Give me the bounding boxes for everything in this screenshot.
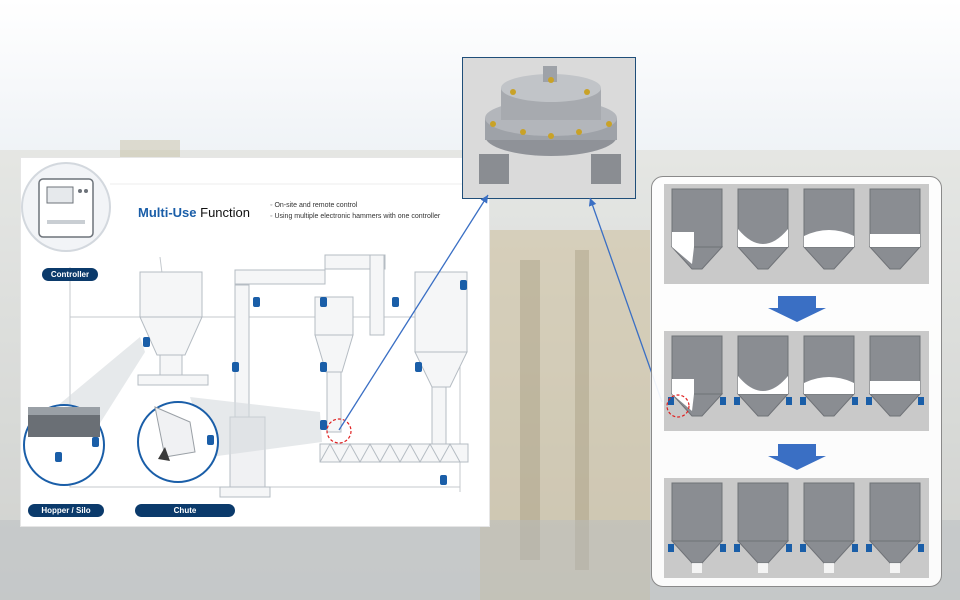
silo-row-before bbox=[664, 184, 929, 284]
stage-strip-after bbox=[664, 478, 929, 578]
stage-strip-install bbox=[664, 331, 929, 431]
connector-arrow-left bbox=[339, 195, 488, 430]
arrow-down-icon bbox=[768, 296, 826, 322]
stage-strip-before bbox=[664, 184, 929, 284]
arrow-down-icon bbox=[768, 444, 826, 470]
silo-row-install bbox=[664, 331, 929, 431]
silo-row-after bbox=[664, 478, 929, 578]
